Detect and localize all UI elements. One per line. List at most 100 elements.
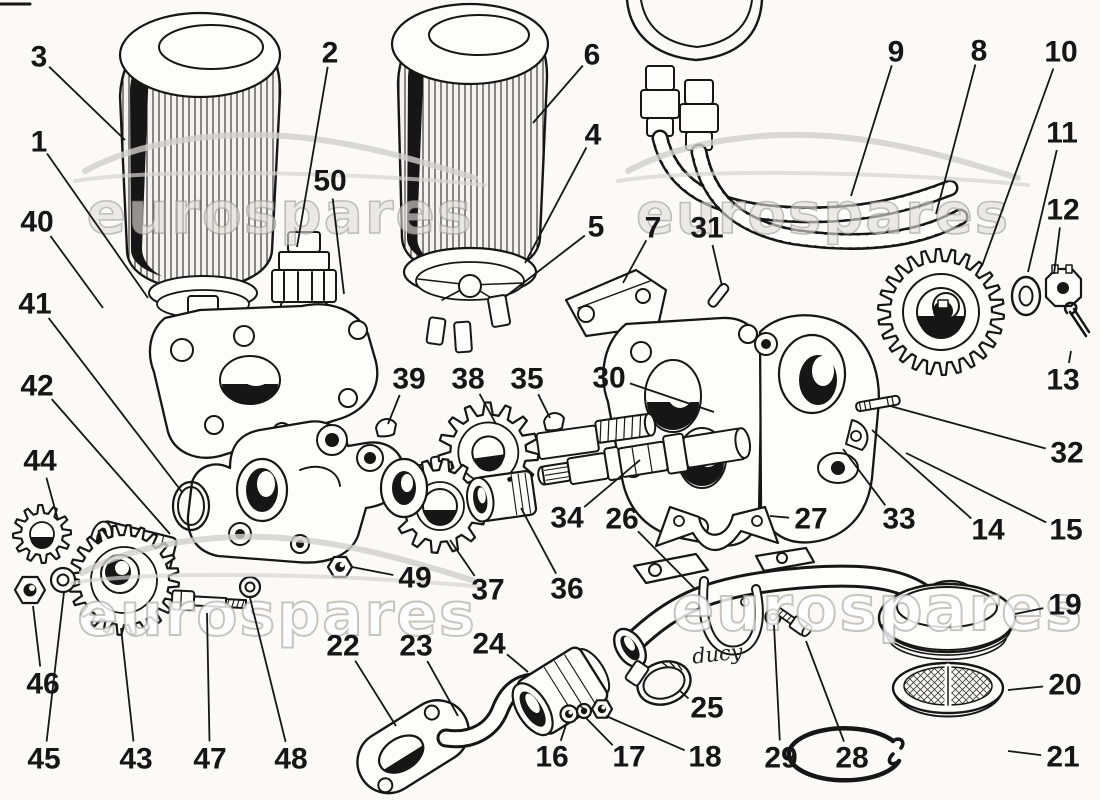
leader-line [32, 605, 42, 667]
leader-line [905, 452, 1047, 524]
dowel-pin [707, 282, 730, 308]
callout-12: 12 [1046, 194, 1080, 275]
leader-line [45, 591, 65, 742]
part-number-label: 41 [18, 288, 51, 321]
callout-34: 34 [550, 459, 641, 535]
mounting-bracket-casting [186, 420, 429, 564]
part-number-label: 25 [690, 692, 723, 725]
callout-20: 20 [1007, 669, 1082, 702]
part-number-label: 2 [322, 37, 339, 70]
part-number-label: 40 [20, 206, 53, 239]
callout-47: 47 [193, 612, 227, 776]
callout-44: 44 [23, 445, 59, 521]
hex-nut-small [13, 575, 47, 605]
callout-36: 36 [520, 507, 584, 606]
part-number-label: 31 [690, 212, 723, 245]
leader-line [249, 597, 287, 743]
leader-line [850, 65, 893, 197]
callout-15: 15 [905, 452, 1083, 547]
callout-30: 30 [592, 362, 715, 413]
leader-line [387, 394, 401, 425]
callout-4: 4 [524, 119, 602, 264]
leader-line [45, 477, 59, 521]
camshaft-sprocket [877, 247, 1005, 377]
watermark-2: eurospares [616, 131, 1030, 248]
leader-line [769, 515, 790, 519]
leader-line [49, 235, 104, 309]
callout-17: 17 [585, 717, 646, 774]
leader-line [805, 640, 845, 742]
hex-nut-49 [326, 555, 354, 579]
watermark-layer: eurospares eurospares eurospares eurospares [70, 131, 1084, 651]
part-number-label: 8 [971, 35, 988, 68]
part-number-label: 12 [1046, 194, 1079, 227]
pipe-strap [698, 576, 764, 656]
leader-line [637, 530, 697, 591]
callout-2: 2 [296, 37, 339, 248]
callout-42: 42 [20, 370, 171, 535]
leader-line [48, 66, 126, 141]
callout-45: 45 [27, 591, 65, 776]
cotter-pin [1063, 301, 1091, 338]
part-number-label: 50 [313, 165, 346, 198]
hose-clamp [624, 660, 692, 706]
leader-line [537, 393, 551, 419]
watermark-1: eurospares [73, 131, 487, 248]
part-number-label: 10 [1044, 36, 1077, 69]
driven-gear [68, 524, 180, 636]
callout-21: 21 [1007, 741, 1080, 774]
watermark-text: eurospares [77, 580, 476, 650]
snap-ring [786, 726, 905, 783]
part-number-label: 35 [510, 363, 543, 396]
leader-line [478, 393, 497, 425]
leader-line [426, 660, 459, 717]
callout-1: 1 [31, 126, 149, 299]
callout-46: 46 [26, 605, 60, 701]
callout-50: 50 [313, 165, 347, 295]
castle-nut [1044, 264, 1083, 308]
callout-49: 49 [351, 562, 432, 595]
part-number-label: 42 [20, 370, 53, 403]
leader-line [449, 539, 476, 577]
callout-13: 13 [1046, 350, 1080, 397]
part-number-label: 47 [193, 743, 226, 776]
part-number-label: 37 [471, 574, 504, 607]
part-number-label: 29 [764, 742, 797, 775]
callout-41: 41 [18, 288, 183, 493]
callout-6: 6 [532, 39, 600, 124]
bracket-plate [564, 268, 668, 338]
bell-mouth [877, 579, 1017, 661]
leader-line [678, 689, 690, 700]
callout-14: 14 [871, 429, 1005, 547]
braided-hose-lower [690, 143, 969, 250]
woodruff-key-right [543, 412, 565, 432]
callout-18: 18 [605, 715, 722, 774]
callout-48: 48 [249, 597, 308, 776]
part-number-label: 15 [1049, 514, 1082, 547]
part-number-label: 38 [451, 363, 484, 396]
leader-line [583, 459, 641, 508]
leader-line [532, 65, 584, 124]
callout-3: 3 [31, 41, 126, 141]
leader-line [981, 68, 1055, 267]
leader-line [773, 624, 781, 741]
leader-line [504, 234, 586, 298]
callout-22: 22 [326, 630, 397, 727]
part-number-label: 33 [882, 503, 915, 536]
callout-43: 43 [119, 627, 153, 776]
part-number-label: 49 [398, 562, 431, 595]
leader-line [935, 64, 977, 215]
leader-line [1007, 685, 1044, 691]
leader-line [1014, 607, 1044, 615]
leader-line [605, 715, 686, 752]
part-number-label: 36 [550, 573, 583, 606]
callout-11: 11 [1027, 117, 1078, 273]
callout-5: 5 [504, 211, 604, 298]
watermark-text: eurospares [672, 572, 1084, 645]
o-ring [171, 480, 211, 532]
part-number-label: 24 [472, 628, 506, 661]
watermark-4: eurospares [671, 571, 1084, 646]
